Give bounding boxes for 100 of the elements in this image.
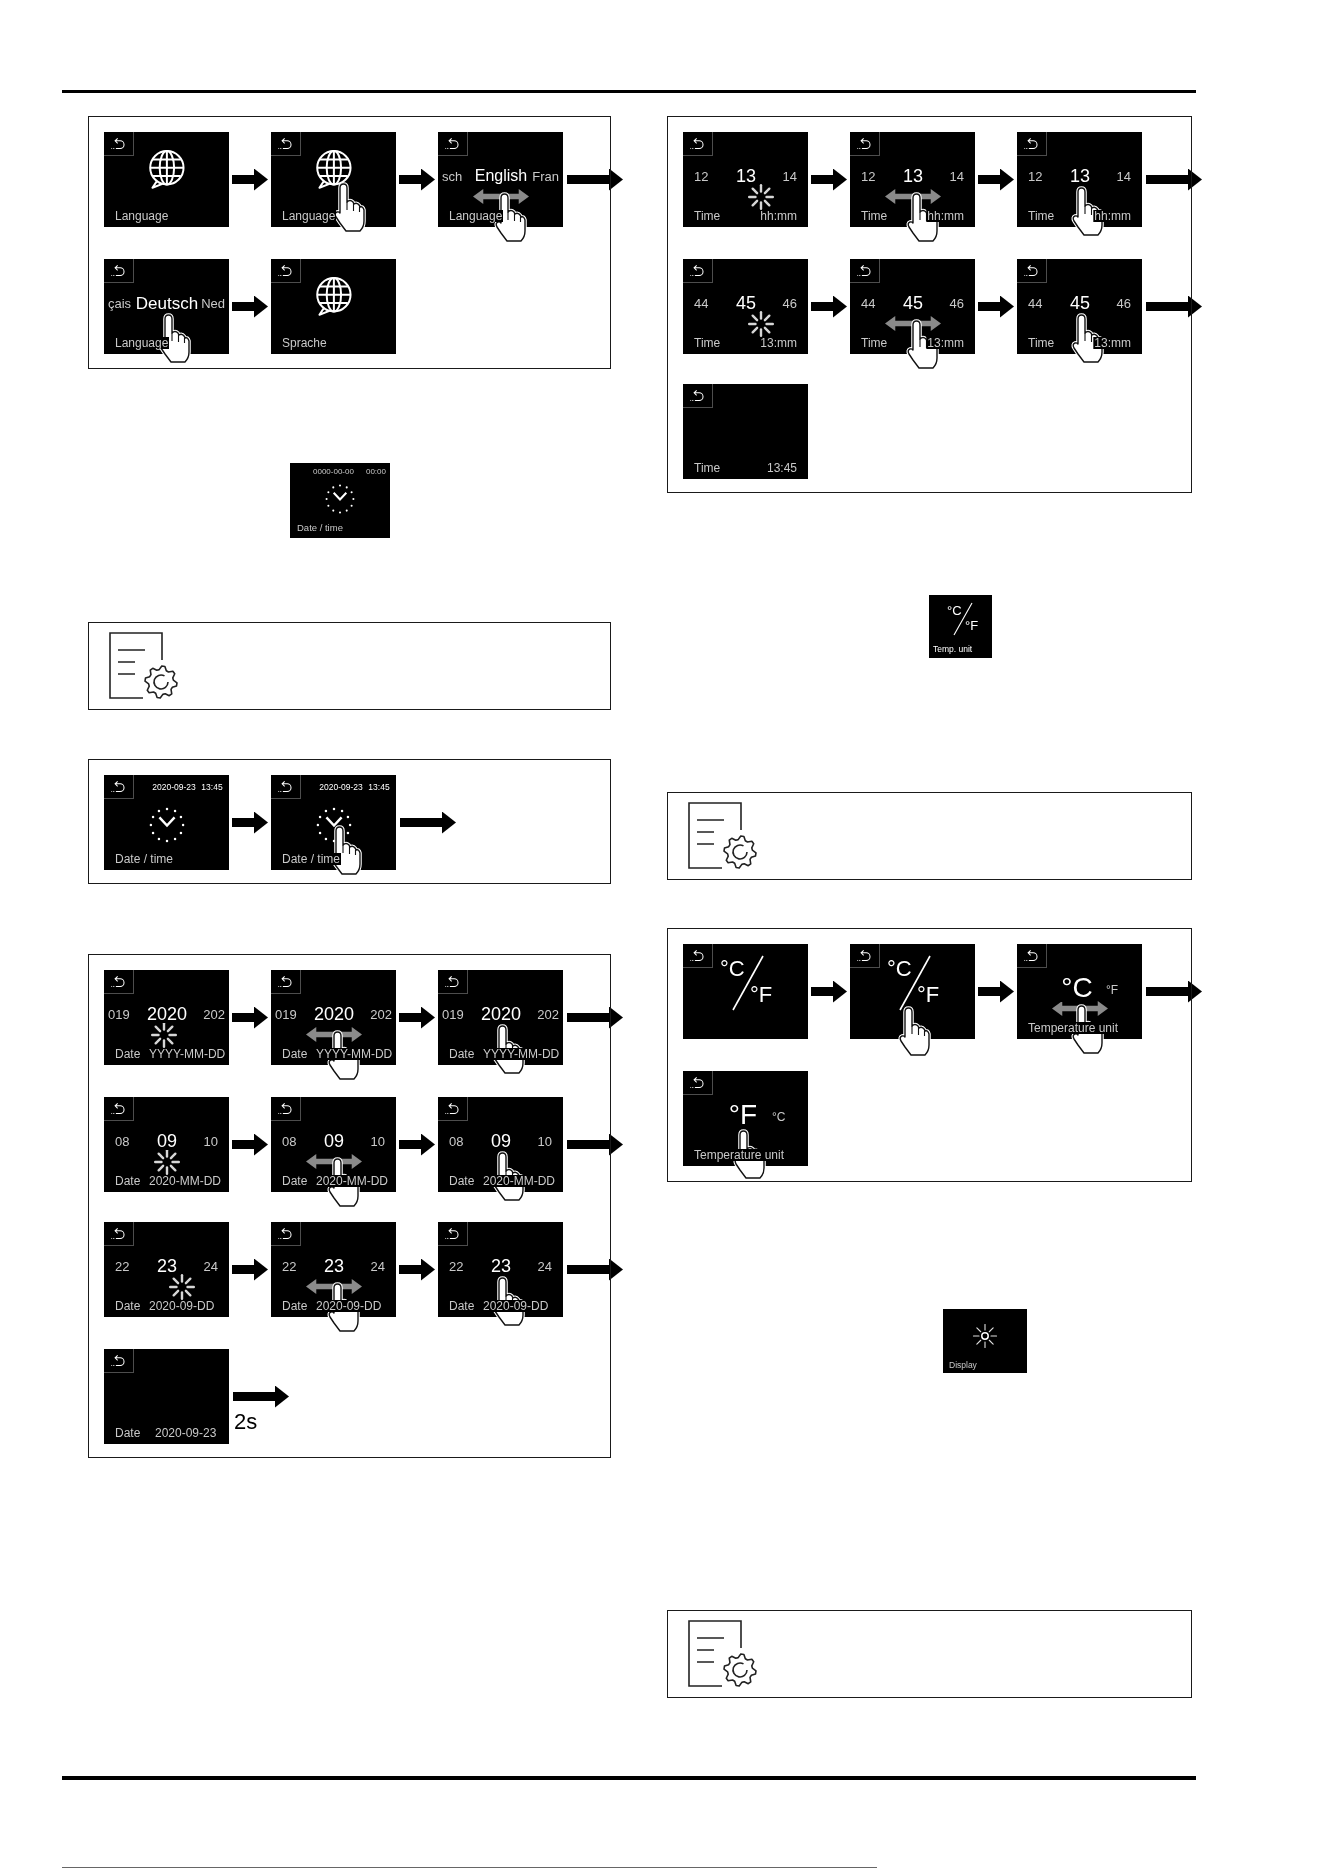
display-screen: [683, 259, 808, 354]
adjacent-value: °F: [1105, 984, 1120, 996]
adjacent-value: Ned: [200, 296, 226, 310]
screen-label: Date / time: [114, 853, 175, 865]
screen-label: Time: [860, 337, 889, 349]
adjacent-value: 14: [948, 169, 965, 183]
screen-label: Date: [448, 1048, 476, 1060]
setting-value: hh:mm: [926, 210, 965, 222]
time-text: 13:45: [367, 782, 391, 792]
screen-label: Date: [281, 1048, 309, 1060]
display-screen: [104, 1097, 229, 1192]
display-screen: [943, 1309, 1027, 1373]
arrow: [1146, 168, 1202, 191]
arrow: [399, 1006, 435, 1029]
selected-value: 2020: [313, 1005, 355, 1023]
arrow: [232, 1133, 268, 1156]
screen-label: Date: [114, 1427, 142, 1439]
display-screen: [104, 1222, 229, 1317]
adjacent-value: °C: [771, 1111, 787, 1123]
display-screen: [271, 259, 396, 354]
adjacent-value: Fran: [531, 169, 560, 183]
arrow: [1146, 980, 1202, 1003]
screen-label: Sprache: [281, 337, 328, 349]
figure-frame: [88, 759, 611, 884]
selected-value: 45: [735, 294, 757, 312]
selected-value: Deutsch: [134, 294, 200, 312]
arrow: [978, 295, 1014, 318]
selected-value: 2020: [480, 1005, 522, 1023]
screen-label: Temperature unit: [1027, 1022, 1120, 1034]
screen-label: Date: [281, 1175, 309, 1187]
adjacent-value: çais: [107, 296, 133, 310]
adjacent-value: 24: [202, 1259, 219, 1273]
setting-value: 2020-09-DD: [482, 1300, 550, 1312]
arrow: [1146, 295, 1202, 318]
screen-label: Language: [448, 210, 504, 222]
selected-value: 13: [1069, 167, 1091, 185]
arrow: [232, 295, 268, 318]
arrow: [811, 168, 847, 191]
setting-value: YYYY-MM-DD: [482, 1048, 561, 1060]
setting-value: YYYY-MM-DD: [148, 1048, 227, 1060]
selected-value: 09: [323, 1132, 345, 1150]
setting-value: 2020-MM-DD: [315, 1175, 389, 1187]
display-screen: [683, 132, 808, 227]
date-text: 0000-00-00: [312, 468, 355, 476]
arrow: [232, 1006, 268, 1029]
adjacent-value: 44: [1027, 296, 1044, 310]
screen-label: Language: [281, 210, 337, 222]
adjacent-value: 10: [202, 1134, 219, 1148]
figure-frame: [88, 954, 611, 1458]
screen-label: Time: [693, 337, 722, 349]
selected-value: 13: [735, 167, 757, 185]
screen-label: Language: [114, 337, 170, 349]
arrow: [399, 1258, 435, 1281]
note-frame: [88, 622, 611, 710]
setting-value: hh:mm: [1093, 210, 1132, 222]
adjacent-value: 019: [107, 1007, 131, 1021]
arrow: [232, 811, 268, 834]
screen-label: Date: [114, 1048, 142, 1060]
arrow: [978, 168, 1014, 191]
time-text: 13:45: [200, 782, 224, 792]
adjacent-value: 202: [202, 1007, 226, 1021]
display-screen: [104, 970, 229, 1065]
selected-value: 13: [902, 167, 924, 185]
arrow: [567, 1006, 623, 1029]
screen-label: Temp. unit: [932, 644, 974, 654]
setting-value: YYYY-MM-DD: [315, 1048, 394, 1060]
display-screen: [104, 1349, 229, 1444]
unit-symbol: °C: [946, 604, 963, 617]
note-frame: [667, 1610, 1192, 1698]
adjacent-value: 46: [1115, 296, 1132, 310]
selected-value: 23: [156, 1257, 178, 1275]
screen-label: Temperature unit: [693, 1149, 786, 1161]
screen-label: Display: [948, 1360, 978, 1370]
selected-value: 23: [490, 1257, 512, 1275]
screen-label: Date: [114, 1300, 142, 1312]
adjacent-value: 12: [860, 169, 877, 183]
arrow: [567, 168, 623, 191]
screen-label: Date / time: [281, 853, 342, 865]
display-screen: [290, 463, 390, 538]
figure-frame: [88, 116, 611, 369]
arrow: [811, 980, 847, 1003]
arrow: [233, 1385, 289, 1408]
adjacent-value: 44: [860, 296, 877, 310]
adjacent-value: 46: [781, 296, 798, 310]
arrow: [399, 168, 435, 191]
setting-value: 13:mm: [1093, 337, 1132, 349]
adjacent-value: 22: [114, 1259, 131, 1273]
adjacent-value: 22: [448, 1259, 465, 1273]
screen-label: Language: [114, 210, 170, 222]
arrow: [232, 168, 268, 191]
setting-value: 2020-09-23: [154, 1427, 218, 1439]
adjacent-value: 14: [781, 169, 798, 183]
arrow: [400, 811, 456, 834]
arrow: [399, 1133, 435, 1156]
display-screen: [104, 775, 229, 870]
adjacent-value: 10: [536, 1134, 553, 1148]
adjacent-value: 12: [693, 169, 710, 183]
adjacent-value: 24: [369, 1259, 386, 1273]
adjacent-value: 14: [1115, 169, 1132, 183]
screen-label: Time: [1027, 337, 1056, 349]
